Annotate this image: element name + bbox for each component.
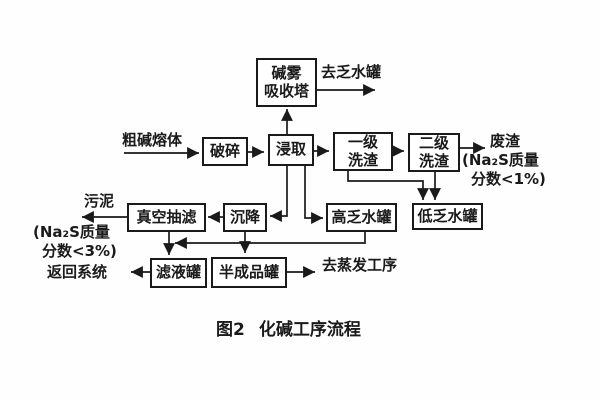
label-sludge-line4: 返回系统 (47, 263, 108, 281)
node-wash-stage2: 二级 洗渣 (408, 133, 460, 172)
figure-caption: 图2 化碱工序流程 (216, 315, 361, 340)
node-filtrate-tank: 滤液罐 (150, 258, 207, 288)
node-low-spent-water-tank: 低乏水罐 (412, 203, 483, 230)
edge-wash1-to-low-tank (347, 171, 429, 200)
edge-high-tank-return (175, 232, 366, 249)
label-sludge-line2: (Na₂S质量 (33, 223, 110, 241)
node-mist-absorber-line2: 吸收塔 (263, 81, 309, 100)
label-to-evaporation: 去蒸发工序 (322, 256, 398, 274)
node-semi-product-tank: 半成品罐 (211, 257, 287, 288)
node-wash-stage1-line1: 一级 (347, 132, 378, 151)
label-feed-input: 粗碱熔体 (122, 131, 183, 149)
edge-leach-to-high-tank (304, 166, 323, 224)
node-settle-label: 沉降 (229, 207, 260, 226)
node-crush-label: 破碎 (209, 141, 240, 160)
node-high-spent-water-tank-label: 高乏水罐 (331, 207, 392, 226)
node-filtrate-tank-label: 滤液罐 (155, 263, 201, 282)
edge-leach-to-settle (270, 166, 288, 222)
label-sludge-line1: 污泥 (84, 192, 115, 210)
node-wash-stage1: 一级 洗渣 (333, 132, 393, 171)
node-wash-stage2-line1: 二级 (418, 133, 449, 152)
node-semi-product-tank-label: 半成品罐 (218, 262, 279, 281)
node-crush: 破碎 (202, 137, 248, 166)
node-vacuum-filter: 真空抽滤 (127, 203, 206, 232)
label-waste-residue-line2: (Na₂S质量 (462, 151, 539, 169)
figure-caption-number: 图2 (216, 320, 245, 340)
label-waste-residue-line1: 废渣 (490, 132, 521, 150)
node-settle: 沉降 (223, 203, 267, 232)
label-sludge-line3: 分数<3%) (42, 242, 117, 260)
node-high-spent-water-tank: 高乏水罐 (326, 203, 397, 232)
node-leach: 浸取 (268, 134, 314, 166)
node-low-spent-water-tank-label: 低乏水罐 (417, 206, 478, 225)
label-to-spent-water-tank: 去乏水罐 (321, 63, 382, 81)
node-vacuum-filter-label: 真空抽滤 (136, 207, 197, 226)
node-leach-label: 浸取 (275, 140, 306, 159)
node-wash-stage2-line2: 洗渣 (418, 151, 449, 170)
label-waste-residue-line3: 分数<1%) (471, 170, 546, 188)
figure-caption-title: 化碱工序流程 (258, 320, 361, 340)
node-wash-stage1-line2: 洗渣 (347, 150, 378, 169)
node-mist-absorber-line1: 碱雾 (271, 63, 302, 82)
node-mist-absorber: 碱雾 吸收塔 (256, 58, 317, 107)
